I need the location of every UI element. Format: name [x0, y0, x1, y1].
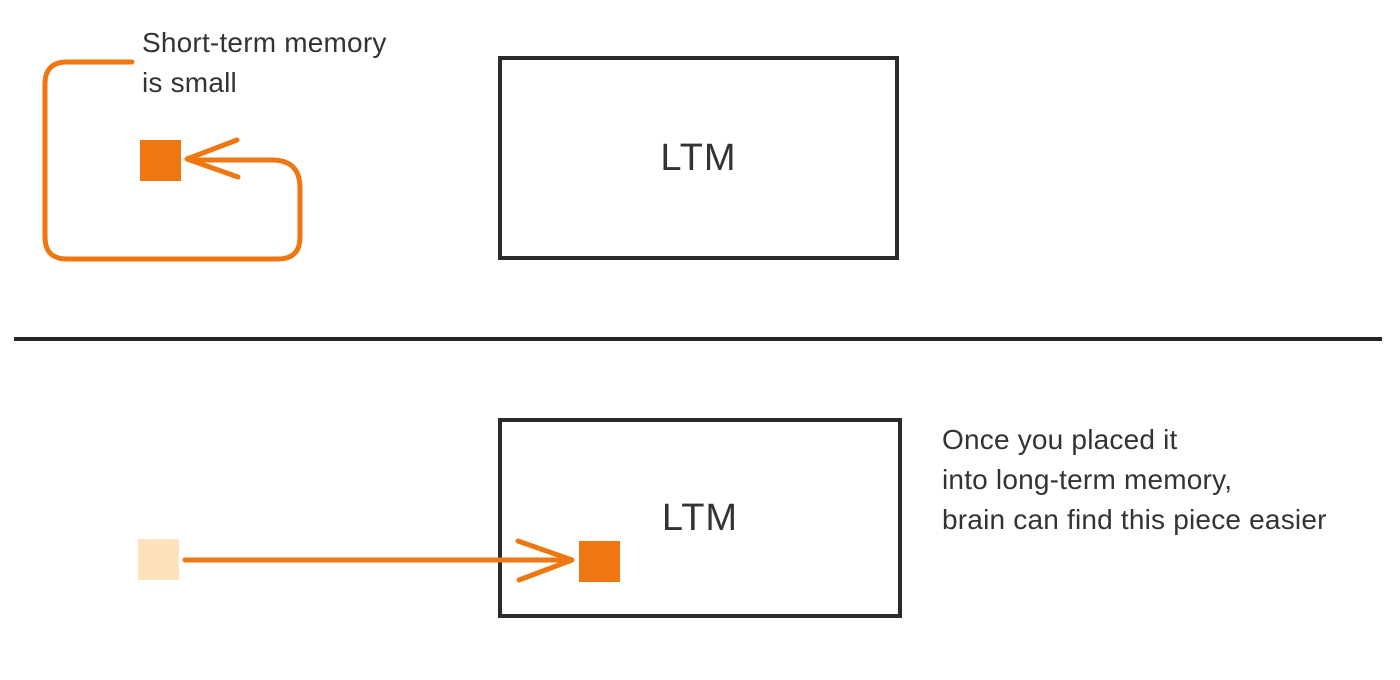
ltm-box-bottom: LTM	[498, 418, 902, 618]
ltm-box-bottom-label: LTM	[661, 496, 739, 539]
loop-arrowhead-icon	[184, 137, 241, 180]
caption-line: into long-term memory,	[942, 464, 1233, 495]
caption-line: Once you placed it	[942, 424, 1178, 455]
memory-item-square-top	[140, 140, 181, 181]
caption-line: brain can find this piece easier	[942, 504, 1327, 535]
section-divider	[14, 337, 1382, 341]
ltm-box-top: LTM	[498, 56, 899, 260]
caption-line: is small	[142, 67, 237, 98]
memory-item-square-faded	[138, 539, 179, 580]
short-term-memory-caption: Short-term memory is small	[142, 23, 387, 103]
ltm-box-top-label: LTM	[660, 136, 737, 179]
caption-line: Short-term memory	[142, 27, 387, 58]
long-term-memory-caption: Once you placed it into long-term memory…	[942, 420, 1327, 540]
